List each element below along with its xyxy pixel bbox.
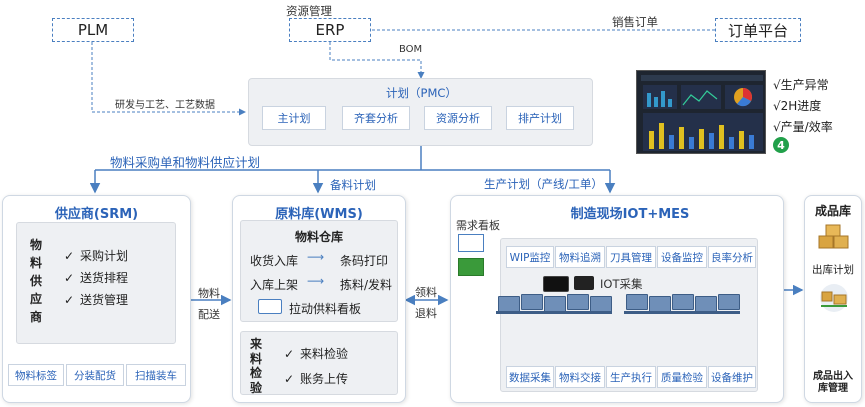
- machine-icon: [695, 296, 717, 312]
- machine-base-icon: [624, 311, 648, 314]
- machine-base-icon: [519, 311, 543, 314]
- machine-base-icon: [647, 311, 671, 314]
- mes-module-wip[interactable]: WIP监控: [506, 246, 554, 268]
- plm-box[interactable]: PLM: [52, 18, 134, 42]
- logistics-icon: [820, 284, 848, 312]
- delivery-label-2: 配送: [198, 308, 220, 321]
- sales-order-label: 销售订单: [612, 15, 658, 29]
- demand-board-label: 需求看板: [456, 219, 500, 232]
- machine-base-icon: [565, 311, 589, 314]
- wms-inspect-side-label: 来料检验: [249, 337, 262, 395]
- mes-module-yield[interactable]: 良率分析: [708, 246, 756, 268]
- rd-data-arrow: [91, 42, 246, 116]
- fg-title: 成品库: [814, 204, 851, 218]
- mes-module-execution[interactable]: 生产执行: [606, 366, 656, 388]
- mes-module-tool[interactable]: 刀具管理: [606, 246, 656, 268]
- plan-item-resource[interactable]: 资源分析: [424, 106, 492, 130]
- machine-icon: [626, 294, 648, 310]
- machine-base-icon: [716, 311, 740, 314]
- wms-inspect-item-2: ✓账务上传: [284, 372, 349, 386]
- dashboard-bullet-exception: √生产异常: [773, 78, 829, 92]
- production-plan-label: 生产计划（产线/工单）: [484, 177, 603, 191]
- plan-title: 计划（PMC）: [386, 86, 457, 100]
- plan-item-kitting[interactable]: 齐套分析: [342, 106, 410, 130]
- srm-step-scan[interactable]: 扫描装车: [126, 364, 186, 386]
- wms-receive: 收货入库: [250, 254, 299, 268]
- machine-base-icon: [693, 311, 717, 314]
- machine-icon: [521, 294, 543, 310]
- wms-title: 原料库(WMS): [275, 207, 363, 222]
- mes-module-handover[interactable]: 物料交接: [555, 366, 605, 388]
- purchase-flow-label: 物料采购单和物料供应计划: [110, 155, 261, 170]
- mes-module-trace[interactable]: 物料追溯: [555, 246, 605, 268]
- wms-kanban: 拉动供料看板: [289, 302, 362, 316]
- machine-icon: [567, 294, 589, 310]
- iot-label: IOT采集: [600, 277, 643, 291]
- wms-warehouse-title: 物料仓库: [294, 230, 343, 244]
- machine-icon: [590, 296, 612, 312]
- mes-module-maintenance[interactable]: 设备维护: [708, 366, 756, 388]
- delivery-label-1: 物料: [198, 287, 220, 300]
- plan-item-scheduling[interactable]: 排产计划: [506, 106, 574, 130]
- mes-module-equipment[interactable]: 设备监控: [657, 246, 707, 268]
- machine-base-icon: [588, 311, 612, 314]
- machine-icon: [672, 294, 694, 310]
- circuit-board-icon: [458, 258, 484, 276]
- machine-icon: [649, 296, 671, 312]
- srm-step-label[interactable]: 物料标签: [8, 364, 64, 386]
- wms-inspect-panel: [240, 331, 398, 395]
- fg-io-manage: 成品出入库管理: [813, 371, 853, 394]
- dashboard-bullet-output: √产量/效率: [773, 120, 833, 134]
- srm-item-delivery-schedule: ✓送货排程: [64, 271, 129, 285]
- srm-inner: [16, 222, 176, 344]
- mes-title: 制造现场IOT+MES: [570, 207, 690, 222]
- plan-item-master[interactable]: 主计划: [262, 106, 326, 130]
- stock-plan-label: 备料计划: [330, 178, 376, 192]
- wms-arrow-2: ⟶: [307, 274, 325, 288]
- machine-icon: [718, 294, 740, 310]
- mes-module-quality[interactable]: 质量检验: [657, 366, 707, 388]
- dashboard-bullet-progress: √2H进度: [773, 99, 822, 113]
- mes-module-data[interactable]: 数据采集: [506, 366, 554, 388]
- dashboard-chart-icon: [641, 75, 763, 151]
- iot-gateway-icon: [574, 276, 594, 290]
- machine-icon: [498, 296, 520, 312]
- order-platform-box[interactable]: 订单平台: [715, 18, 801, 42]
- boxes-icon: [818, 224, 849, 249]
- bom-arrow: [329, 42, 425, 79]
- wms-picking: 拣料/发料: [340, 278, 393, 292]
- srm-item-purchase-plan: ✓采购计划: [64, 249, 129, 263]
- wms-inspect-item-1: ✓来料检验: [284, 347, 349, 361]
- pick-label-2: 退料: [415, 307, 437, 320]
- srm-title: 供应商(SRM): [54, 207, 139, 222]
- wms-barcode: 条码打印: [340, 254, 389, 268]
- demand-board-icon: [458, 234, 484, 252]
- pick-label-1: 领料: [415, 286, 437, 299]
- machine-base-icon: [542, 311, 566, 314]
- srm-item-delivery-manage: ✓送货管理: [64, 293, 129, 307]
- erp-caption: 资源管理: [286, 4, 332, 18]
- erp-box[interactable]: ERP: [289, 18, 371, 42]
- dashboard-badge: 4: [773, 137, 789, 153]
- bom-label: BOM: [399, 44, 423, 55]
- wms-shelve: 入库上架: [250, 278, 299, 292]
- machine-icon: [544, 296, 566, 312]
- rd-data-label: 研发与工艺、工艺数据: [115, 100, 215, 111]
- wms-arrow-1: ⟶: [307, 250, 325, 264]
- fg-out-plan: 出库计划: [812, 264, 854, 276]
- tablet-icon: [543, 276, 569, 292]
- dashboard-screen-image: [636, 70, 766, 154]
- srm-step-split[interactable]: 分装配货: [66, 364, 124, 386]
- srm-side-label: 物料供应商: [29, 238, 42, 324]
- kanban-board-icon: [258, 299, 282, 314]
- machine-base-icon: [496, 311, 520, 314]
- machine-base-icon: [670, 311, 694, 314]
